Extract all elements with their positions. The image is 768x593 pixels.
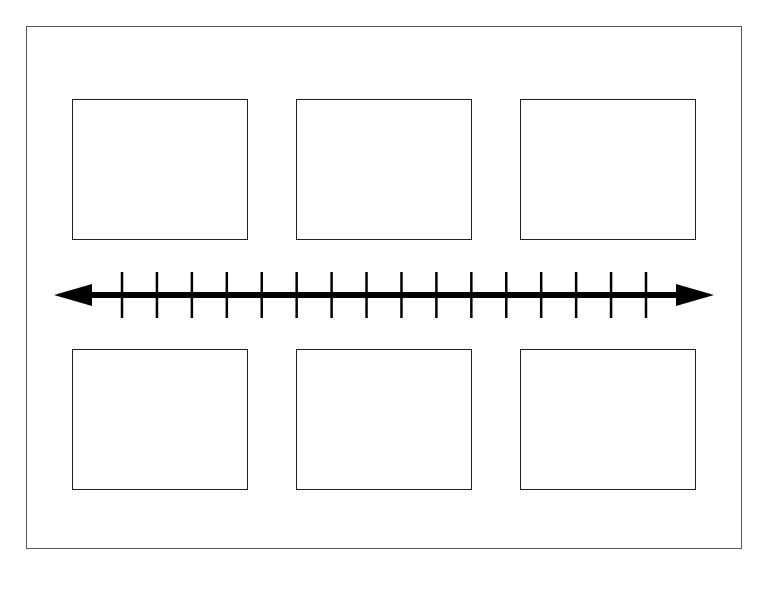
top-box-3[interactable] — [520, 99, 696, 240]
left-arrow-icon — [54, 284, 92, 306]
right-arrow-icon — [676, 284, 714, 306]
bottom-box-1[interactable] — [72, 349, 248, 490]
bottom-box-2[interactable] — [296, 349, 472, 490]
page-frame — [26, 26, 742, 549]
top-box-2[interactable] — [296, 99, 472, 240]
timeline-ticks — [120, 272, 648, 318]
top-box-1[interactable] — [72, 99, 248, 240]
bottom-box-3[interactable] — [520, 349, 696, 490]
